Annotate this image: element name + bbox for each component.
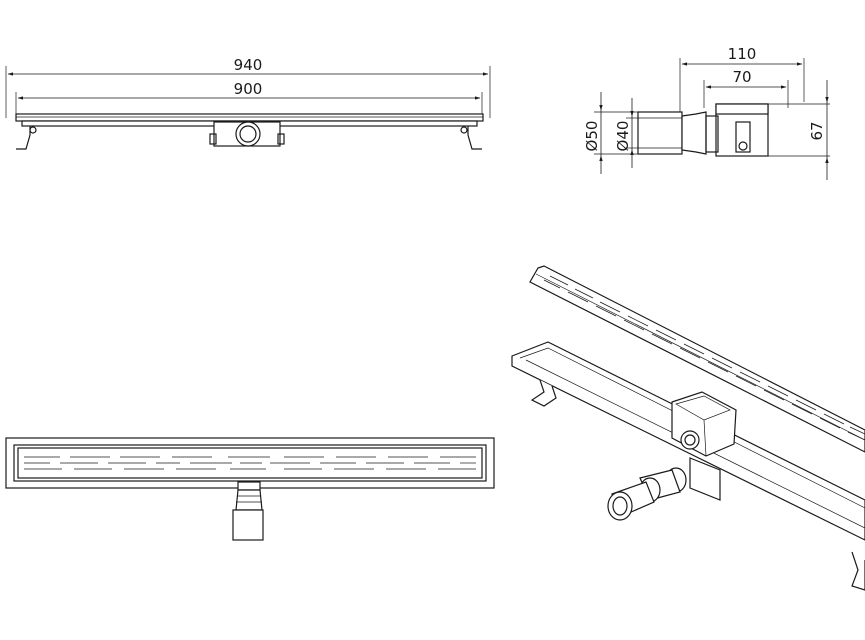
front-view: 940 900: [5, 56, 491, 150]
outlet-pipe-top: [232, 509, 264, 541]
dim-label-pipe-inner: Ø40: [614, 121, 632, 152]
iso-grate: [529, 265, 865, 453]
dim-label-pipe-outer: Ø50: [583, 121, 601, 152]
dim-label-height: 67: [808, 121, 826, 140]
channel-grate-side: [15, 113, 484, 122]
outlet-pipe: [637, 111, 683, 155]
side-view: 110 70 67 Ø50 Ø40: [583, 45, 830, 180]
right-foot: [467, 126, 482, 150]
iso-pipe-end: [607, 491, 633, 521]
left-foot: [16, 126, 31, 150]
dim-label-total-length: 940: [234, 56, 263, 74]
iso-right-foot: [851, 551, 865, 591]
dim-label-box-width: 70: [732, 68, 751, 86]
isometric-view: [511, 265, 865, 591]
iso-left-foot: [530, 379, 557, 407]
dim-label-channel-length: 900: [234, 80, 263, 98]
grate-slots: [24, 456, 476, 470]
dim-label-outlet-width: 110: [728, 45, 757, 63]
outlet-adapter: [235, 489, 263, 511]
top-view: [5, 437, 495, 541]
iso-grate-slots: [543, 275, 865, 441]
